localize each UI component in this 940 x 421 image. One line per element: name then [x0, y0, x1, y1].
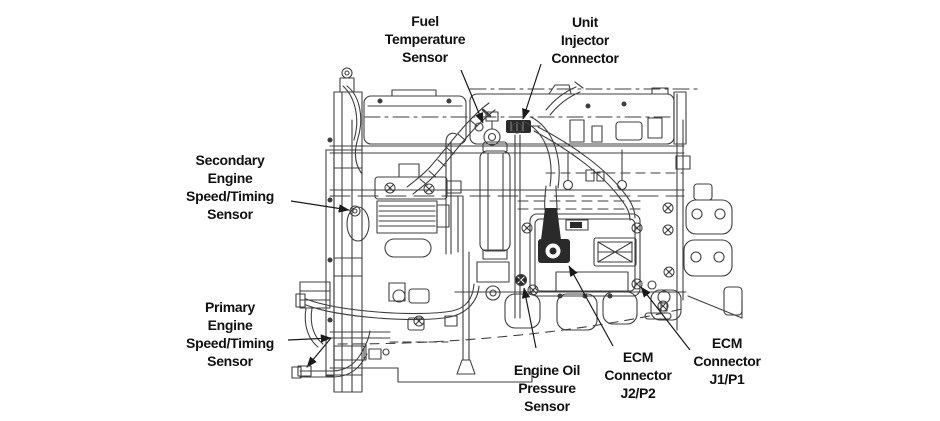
ecm-module: [517, 185, 647, 299]
leader-secondary-speed-timing-sensor: [290, 200, 350, 213]
leader-engine-oil-pressure-sensor: [521, 287, 537, 349]
leader-primary-speed-timing-sensor: [287, 334, 332, 343]
fuel-temp-cluster: [445, 111, 541, 319]
compressor-pump: [374, 163, 476, 375]
front-housing: [297, 67, 370, 393]
hoses: [291, 81, 636, 379]
ecm-j1-connector: [593, 237, 637, 267]
oil-pan: [329, 289, 687, 383]
cylinder-head: [329, 117, 691, 197]
leader-fuel-temperature-sensor: [460, 69, 484, 124]
leader-ecm-connector-j1p1: [640, 286, 691, 351]
mount-bracket: [644, 93, 743, 331]
valve-covers: [363, 84, 701, 145]
oil-pressure-sensor-art: [514, 273, 528, 287]
leader-unit-injector-connector: [522, 63, 542, 120]
ecm-j2-boot: [541, 208, 561, 240]
leader-lines: [287, 63, 691, 351]
engine-block-art: [291, 67, 743, 393]
unit-injector-connector-art: [506, 120, 531, 133]
leader-ecm-connector-j2p2: [568, 265, 614, 347]
